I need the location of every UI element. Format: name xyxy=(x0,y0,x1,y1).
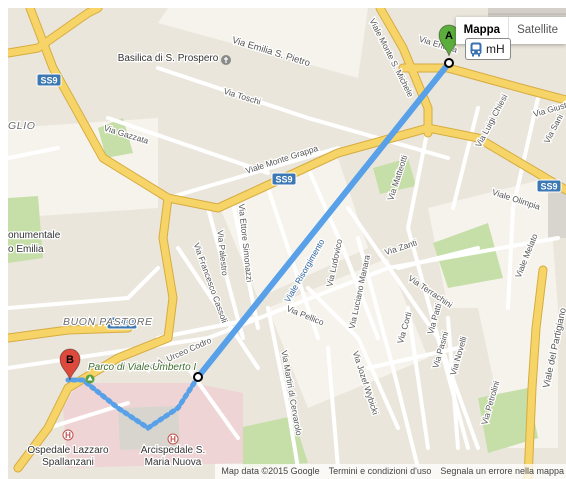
place-label: o Emilia xyxy=(8,244,44,255)
map-type-button-map[interactable]: Mappa xyxy=(463,24,501,36)
bus-icon xyxy=(470,42,482,56)
park-area xyxy=(373,158,416,194)
street-line xyxy=(176,246,260,370)
building xyxy=(548,188,566,238)
main-road xyxy=(399,64,566,104)
route-shield-label: SS9 xyxy=(540,182,557,192)
map-attribution: Map data ©2015 Google Termini e condizio… xyxy=(215,464,566,479)
route-start-point xyxy=(444,58,454,68)
place-label: BUON PASTORE xyxy=(63,316,153,328)
route-shield-plate xyxy=(36,73,62,87)
street-line xyxy=(106,116,270,175)
report-error-link[interactable]: Segnala un errore nella mappa xyxy=(440,466,564,476)
walking-route xyxy=(65,374,201,432)
hospital-icon-disc xyxy=(167,433,179,445)
park-area xyxy=(478,388,538,453)
street-line xyxy=(446,316,460,450)
street-line xyxy=(326,346,340,470)
street-line xyxy=(306,166,380,340)
route-shield: SS9 xyxy=(536,179,562,193)
city-block xyxy=(268,258,428,408)
hospital-icon: H xyxy=(167,433,179,445)
transit-chip[interactable]: mH xyxy=(465,38,511,60)
street-line xyxy=(206,206,245,340)
main-road xyxy=(14,194,177,472)
street-line xyxy=(451,106,480,210)
main-road xyxy=(376,8,432,137)
route-shield: SS63 xyxy=(106,316,138,330)
terms-link[interactable]: Termini e condizioni d'uso xyxy=(328,466,432,476)
place-label: Basilica di S. Prospero xyxy=(118,53,219,64)
marker-pin xyxy=(59,348,81,381)
route-shield: SS9 xyxy=(271,172,297,186)
street-line xyxy=(8,266,160,310)
park-icon xyxy=(85,374,95,384)
route-line xyxy=(195,60,452,380)
route-shield-plate xyxy=(536,179,562,193)
city-block xyxy=(158,8,368,78)
park-area xyxy=(8,196,43,263)
route-shield-plate xyxy=(106,316,138,330)
marker-a-icon[interactable]: A xyxy=(438,24,460,57)
map-type-button-satellite[interactable]: Satellite xyxy=(508,17,566,44)
route-shield-label: SS9 xyxy=(275,175,292,185)
place-label: Parco di Viale Umberto I xyxy=(88,362,196,373)
street-line xyxy=(366,346,460,370)
route-shield-plate xyxy=(271,172,297,186)
street-line xyxy=(506,96,540,310)
main-road xyxy=(524,266,547,479)
street-line xyxy=(156,66,450,160)
park-area xyxy=(98,118,133,158)
place-label: Arcispedale S.Maria Nuova xyxy=(141,445,205,468)
place-label: onumentale xyxy=(8,230,61,241)
park-icon-tree xyxy=(87,376,93,381)
street-line xyxy=(266,306,300,470)
hospital-icon-letter: H xyxy=(65,431,71,440)
church-icon-cross xyxy=(224,57,228,63)
marker-pin xyxy=(438,24,460,57)
street-line xyxy=(266,186,320,340)
marker-letter: B xyxy=(66,354,74,366)
hospital-icon-disc xyxy=(62,429,74,441)
marker-letter: A xyxy=(445,30,453,42)
route-transfer-point xyxy=(193,372,203,382)
street-line xyxy=(356,236,420,470)
route-shield: SS9 xyxy=(36,73,62,87)
transit-chip-label: mH xyxy=(486,42,505,56)
street-line xyxy=(406,126,480,450)
street-line xyxy=(406,306,430,450)
route-shield-label: SS9 xyxy=(40,76,57,86)
main-road xyxy=(26,8,566,212)
church-icon xyxy=(221,55,231,65)
place-label: GLIO xyxy=(8,120,36,132)
marker-b-icon[interactable]: B xyxy=(59,348,81,381)
main-road xyxy=(8,8,102,57)
street-line xyxy=(8,146,60,160)
route-shield-label: SS63 xyxy=(111,319,133,329)
street-line xyxy=(396,246,480,270)
hospital-icon-letter: H xyxy=(170,435,176,444)
street-line xyxy=(306,286,400,430)
street-line xyxy=(166,146,340,200)
map-data-credit: Map data ©2015 Google xyxy=(221,466,320,476)
hospital-icon: H xyxy=(62,429,74,441)
street-line xyxy=(8,236,560,370)
